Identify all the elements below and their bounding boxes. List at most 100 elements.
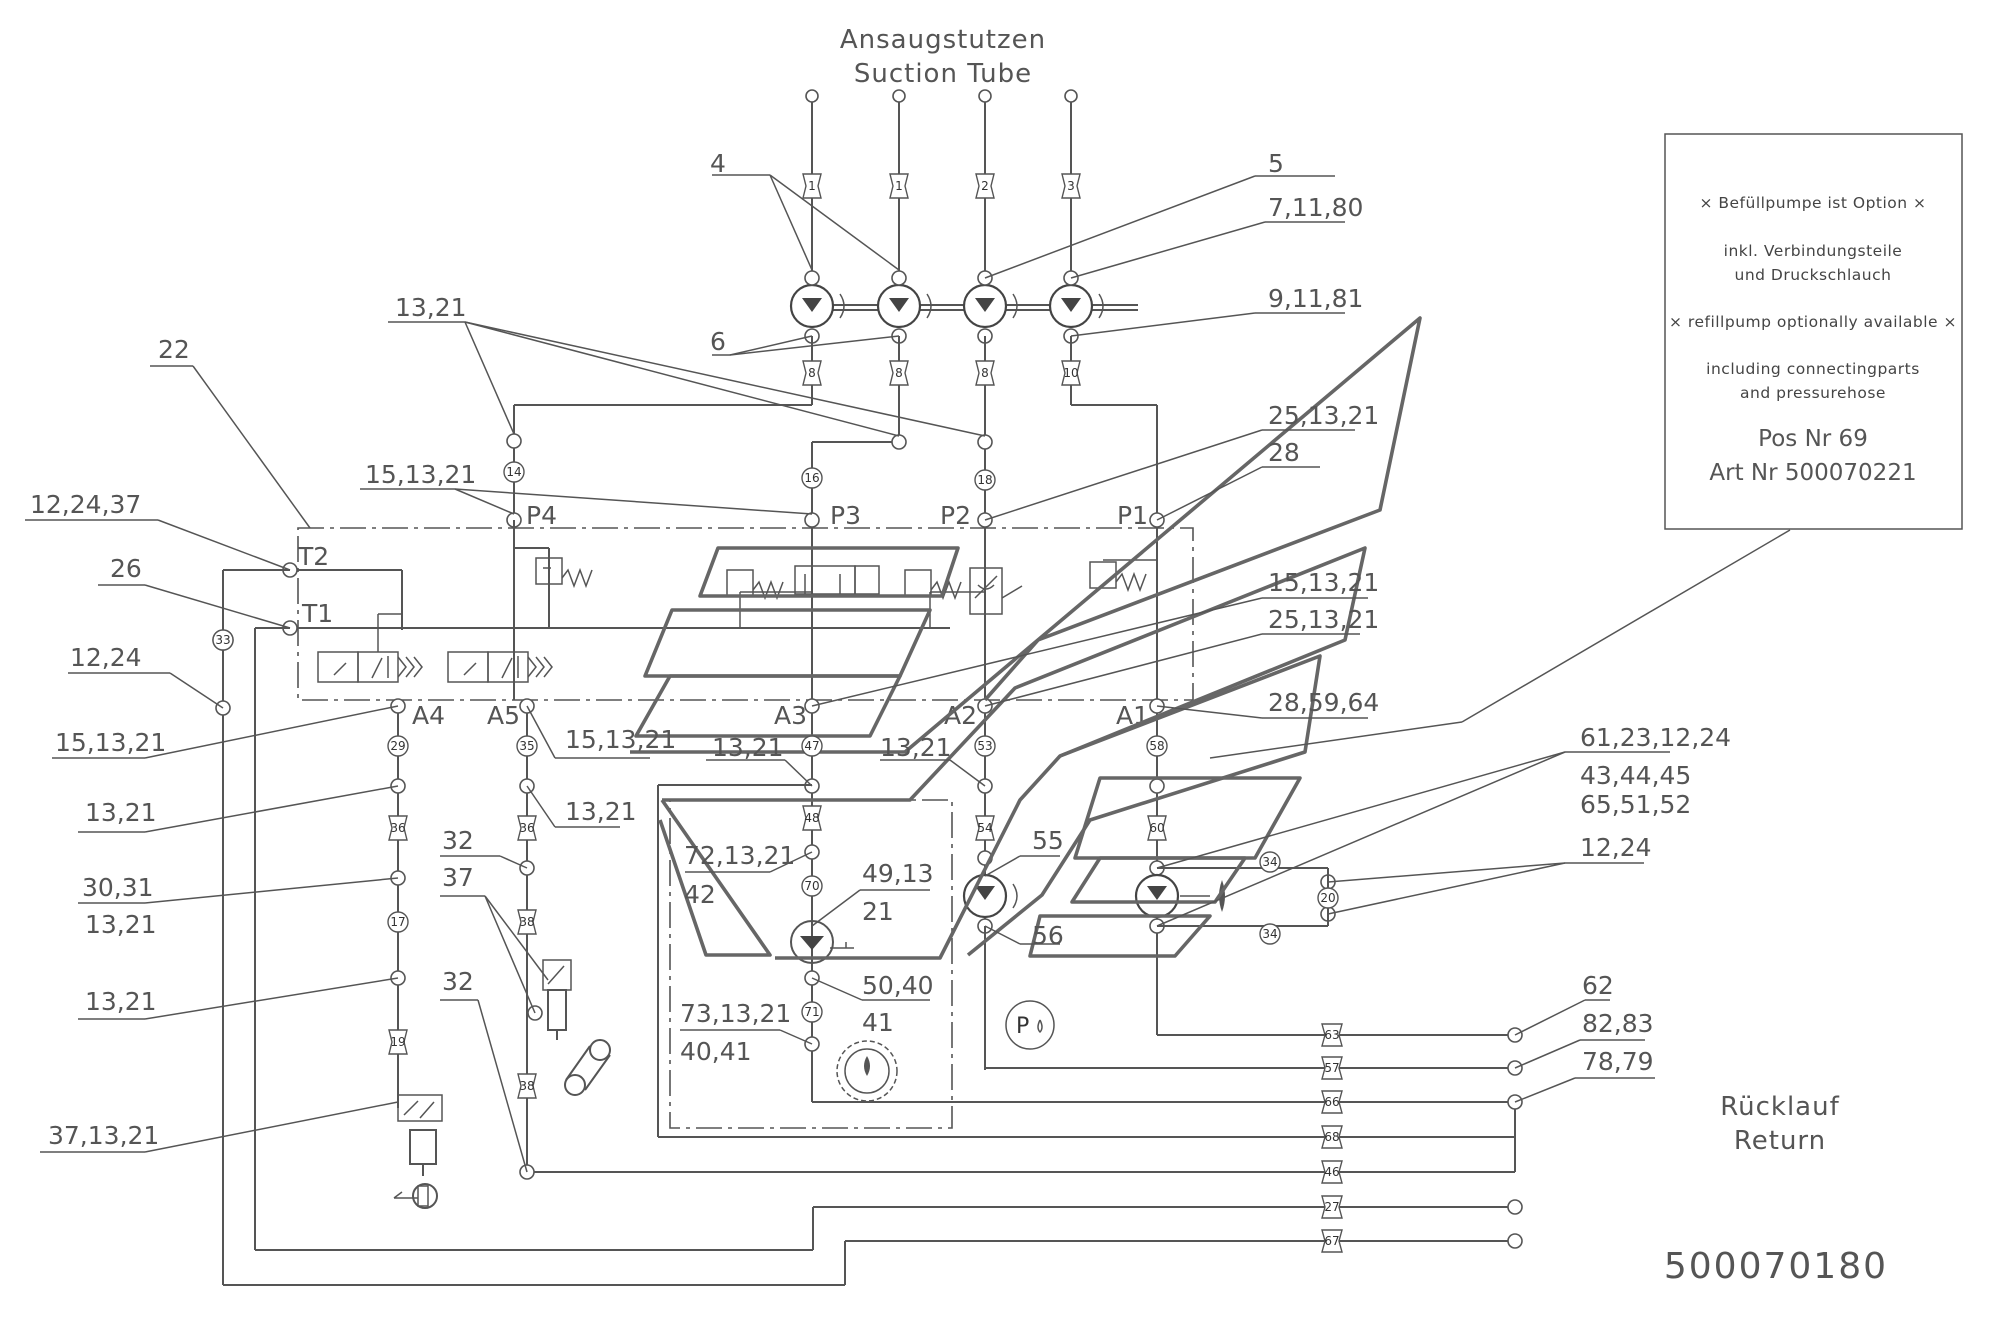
callout-65-51-52: 65,51,52 (1580, 790, 1691, 819)
line-tag-hose-8b: 8 (889, 360, 909, 386)
note-line5: including connectingparts (1706, 360, 1920, 378)
line-tag-label: 71 (804, 1005, 819, 1019)
callout-72-13-21: 72,13,21 (684, 841, 795, 870)
pump-motor-61 (1134, 873, 1225, 919)
callout-56: 56 (1032, 921, 1064, 950)
filter-icon (790, 920, 854, 964)
callout-55: 55 (1032, 826, 1064, 855)
suction-title-en: Suction Tube (854, 59, 1032, 89)
callout-82-83: 82,83 (1582, 1009, 1654, 1038)
line-tag-hose-1b: 1 (889, 173, 909, 199)
callout-62: 62 (1582, 971, 1614, 1000)
callout-9-11-81: 9,11,81 (1268, 284, 1363, 313)
port-p3: P3 (830, 501, 861, 530)
relief-valve-p1 (1089, 561, 1147, 593)
cylinder (409, 1129, 437, 1165)
line-tag-label: 63 (1324, 1028, 1339, 1042)
line-tag-label: 2 (981, 179, 989, 193)
callout-32-b: 32 (442, 967, 474, 996)
line-tag-label: 35 (519, 739, 534, 753)
suction-lines (805, 89, 1078, 278)
line-tag-hose-3: 3 (1061, 173, 1081, 199)
line-tag-hose-36b: 36 (517, 815, 537, 841)
line-tag-label: 58 (1149, 739, 1164, 753)
callout-42: 42 (684, 880, 716, 909)
line-tag-hose-38b: 38 (517, 1073, 537, 1099)
line-tag-label: 36 (390, 821, 405, 835)
line-tag-label: 34 (1262, 855, 1277, 869)
callout-13-21-a2: 13,21 (880, 733, 952, 762)
directional-valve-a5 (447, 628, 553, 683)
callout-12-24-37: 12,24,37 (30, 490, 141, 519)
line-tag-label: 57 (1324, 1061, 1339, 1075)
line-tag-hose-68: 68 (1321, 1125, 1343, 1149)
line-tag-fit-71: 71 (801, 1001, 823, 1023)
line-tag-hose-10: 10 (1061, 360, 1081, 386)
line-tag-hose-19: 19 (388, 1029, 408, 1055)
callout-73-13-21: 73,13,21 (680, 999, 791, 1028)
suction-node (805, 89, 819, 103)
callout-13-21-l2: 13,21 (85, 910, 157, 939)
callout-15-13-21-r: 15,13,21 (1268, 568, 1379, 597)
cylinder-2 (547, 989, 567, 1031)
pump-3 (962, 283, 1018, 329)
svg-text:P: P (1016, 1014, 1029, 1039)
line-tag-hose-2: 2 (975, 173, 995, 199)
line-tag-fit-20: 20 (1317, 887, 1339, 909)
line-tag-label: 33 (215, 633, 230, 647)
line-tag-hose-48: 48 (802, 805, 822, 831)
relief-valve-p4 (535, 557, 593, 589)
drawing-number: 500070180 (1664, 1246, 1888, 1287)
callout-43-44-45: 43,44,45 (1580, 761, 1691, 790)
priority-valve (794, 565, 880, 595)
line-tag-label: 67 (1324, 1234, 1339, 1248)
line-tag-fit-47: 47 (801, 735, 823, 757)
callout-13-21-top: 13,21 (395, 293, 467, 322)
callout-13-21-l1: 13,21 (85, 798, 157, 827)
callout-15-13-21-a4: 15,13,21 (55, 728, 166, 757)
line-tag-label: 36 (519, 821, 534, 835)
line-tag-hose-8c: 8 (975, 360, 995, 386)
callout-21: 21 (862, 897, 894, 926)
suction-node (892, 89, 906, 103)
pump-group (789, 270, 1138, 344)
line-tag-label: 70 (804, 879, 819, 893)
callout-37-13-21: 37,13,21 (48, 1121, 159, 1150)
line-tag-label: 34 (1262, 927, 1277, 941)
pulley-icon (564, 1039, 611, 1096)
line-tag-hose-54: 54 (975, 815, 995, 841)
callout-32-a: 32 (442, 826, 474, 855)
callout-78-79: 78,79 (1582, 1047, 1654, 1076)
note-art: Art Nr 500070221 (1709, 460, 1916, 486)
suction-node (1064, 89, 1078, 103)
line-tag-fit-29: 29 (387, 735, 409, 757)
note-box (1664, 133, 1963, 530)
valve-block (290, 520, 1194, 701)
port-t1: T1 (301, 599, 333, 628)
callout-41-a: 41 (862, 1008, 894, 1037)
callout-5: 5 (1268, 149, 1284, 178)
line-tag-hose-1a: 1 (802, 173, 822, 199)
callout-25-13-21-a: 25,13,21 (1268, 401, 1379, 430)
note-leader (1461, 529, 1791, 723)
line-tag-fit-16: 16 (801, 467, 823, 489)
line-tag-label: 8 (981, 366, 989, 380)
suction-title-de: Ansaugstutzen (840, 25, 1046, 55)
line-tag-fit-35: 35 (516, 735, 538, 757)
callout-15-13-21-a5: 15,13,21 (565, 725, 676, 754)
line-tag-label: 27 (1324, 1200, 1339, 1214)
note-line6: and pressurehose (1740, 384, 1886, 402)
line-tag-label: 66 (1324, 1095, 1339, 1109)
line-tag-label: 18 (977, 473, 992, 487)
note-line3: und Druckschlauch (1735, 266, 1892, 284)
fan-cooler-icon (836, 1040, 898, 1102)
line-tag-hose-46: 46 (1321, 1160, 1343, 1184)
line-tag-hose-67: 67 (1321, 1229, 1343, 1253)
callout-13-21-a5l: 13,21 (565, 797, 637, 826)
line-tag-hose-66: 66 (1321, 1090, 1343, 1114)
suction-node (978, 89, 992, 103)
line-tag-label: 46 (1324, 1165, 1339, 1179)
line-tag-label: 53 (977, 739, 992, 753)
port-p1: P1 (1117, 501, 1148, 530)
line-tag-label: 3 (1067, 179, 1075, 193)
